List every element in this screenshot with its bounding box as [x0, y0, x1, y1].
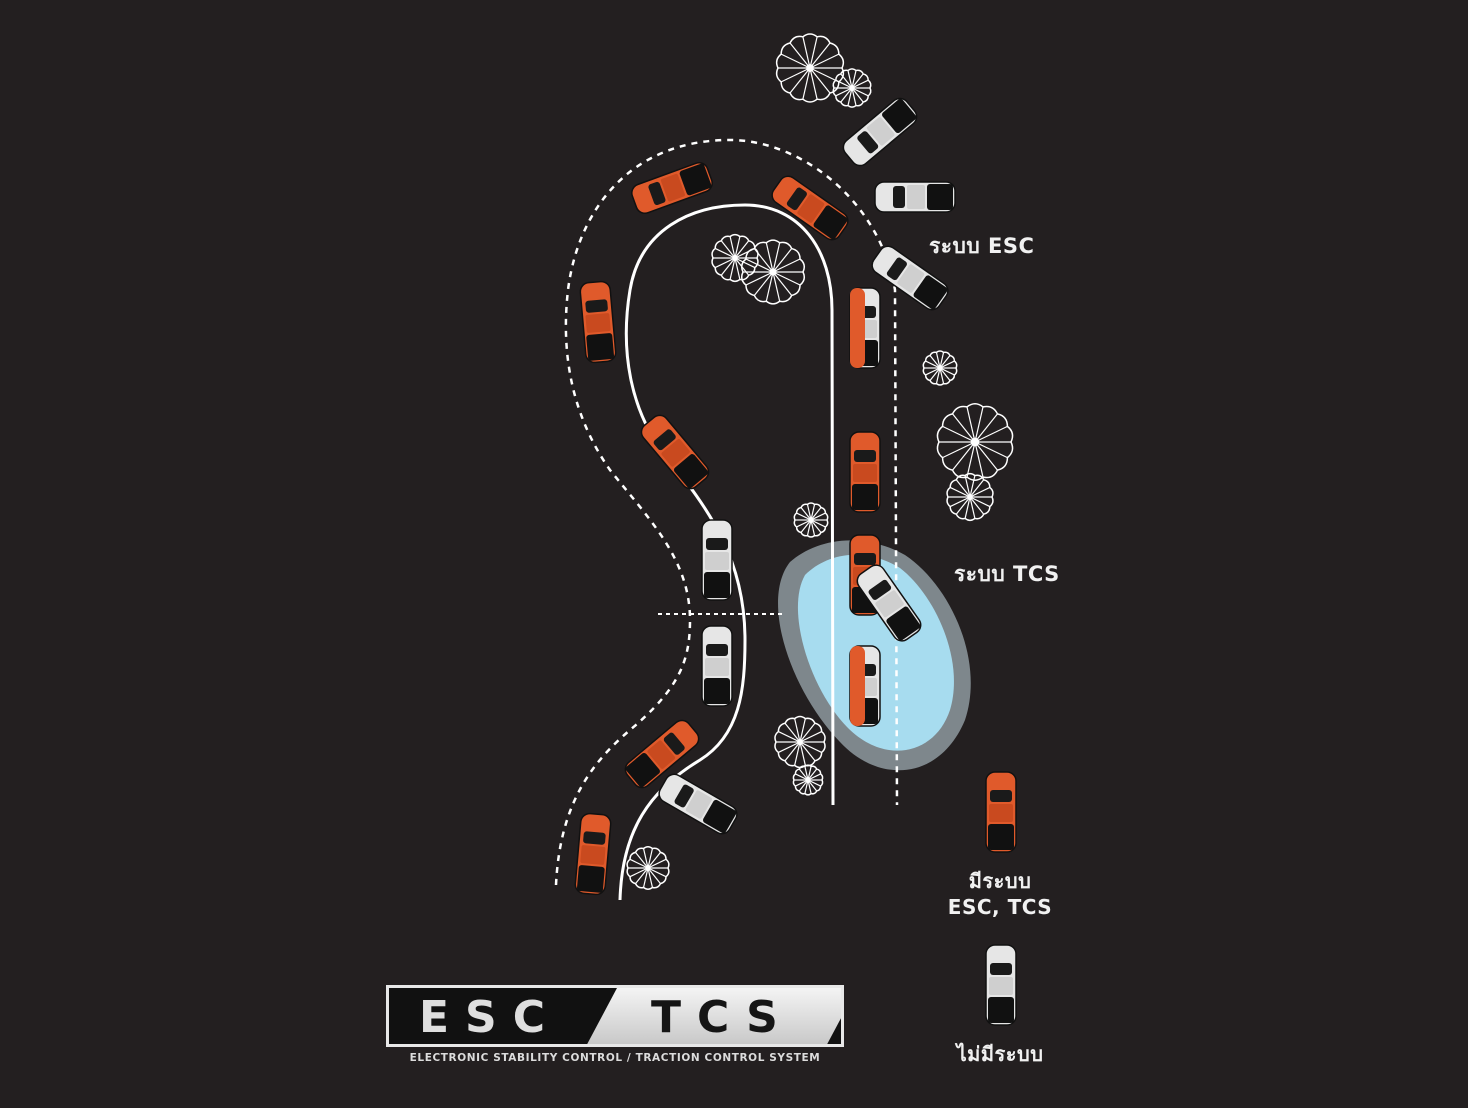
- white-car-icon: [985, 944, 1017, 1026]
- orange-car-icon: [850, 288, 865, 368]
- logo-tcs-text: TCS: [651, 992, 794, 1043]
- white-car-icon: [701, 519, 733, 601]
- logo-subtitle: ELECTRONIC STABILITY CONTROL / TRACTION …: [409, 1052, 821, 1064]
- esc-zone-label: ระบบ ESC: [929, 234, 1035, 258]
- tree-icon: [740, 239, 806, 305]
- orange-car-icon: [624, 719, 700, 789]
- white-car-icon: [871, 245, 949, 311]
- trees-group: [626, 33, 1014, 890]
- tree-icon: [936, 403, 1014, 481]
- orange-car-icon: [640, 414, 710, 490]
- orange-car-icon: [771, 175, 849, 241]
- esc-tcs-logo: ESC TCS: [386, 985, 844, 1047]
- legend-with-system-line1: มีระบบ: [968, 869, 1032, 893]
- tree-icon: [774, 715, 826, 769]
- tree-icon: [626, 846, 670, 890]
- cars-group: [574, 97, 1017, 1026]
- white-car-icon: [856, 564, 922, 642]
- orange-car-icon: [631, 162, 713, 214]
- tree-icon: [922, 350, 958, 386]
- tree-icon: [793, 502, 829, 538]
- orange-car-icon: [850, 646, 865, 726]
- tree-icon: [792, 764, 824, 796]
- tree-icon: [946, 472, 994, 522]
- tree-icon: [832, 68, 872, 108]
- orange-car-icon: [849, 431, 881, 513]
- tree-icon: [711, 233, 759, 283]
- orange-car-icon: [985, 771, 1017, 853]
- orange-car-icon: [579, 280, 617, 364]
- logo-esc-text: ESC: [419, 992, 562, 1043]
- legend-without-system: ไม่มีระบบ: [956, 1042, 1044, 1066]
- track-dashed-outer: [554, 138, 899, 886]
- white-car-icon: [842, 97, 918, 167]
- tcs-zone-label: ระบบ TCS: [954, 562, 1060, 586]
- legend-with-system-line2: ESC, TCS: [947, 895, 1053, 919]
- white-car-icon: [658, 773, 738, 835]
- white-car-icon: [874, 181, 956, 213]
- orange-car-icon: [574, 812, 612, 896]
- white-car-icon: [701, 625, 733, 707]
- tree-icon: [775, 33, 845, 103]
- legend-with-system: มีระบบ ESC, TCS: [940, 868, 1060, 920]
